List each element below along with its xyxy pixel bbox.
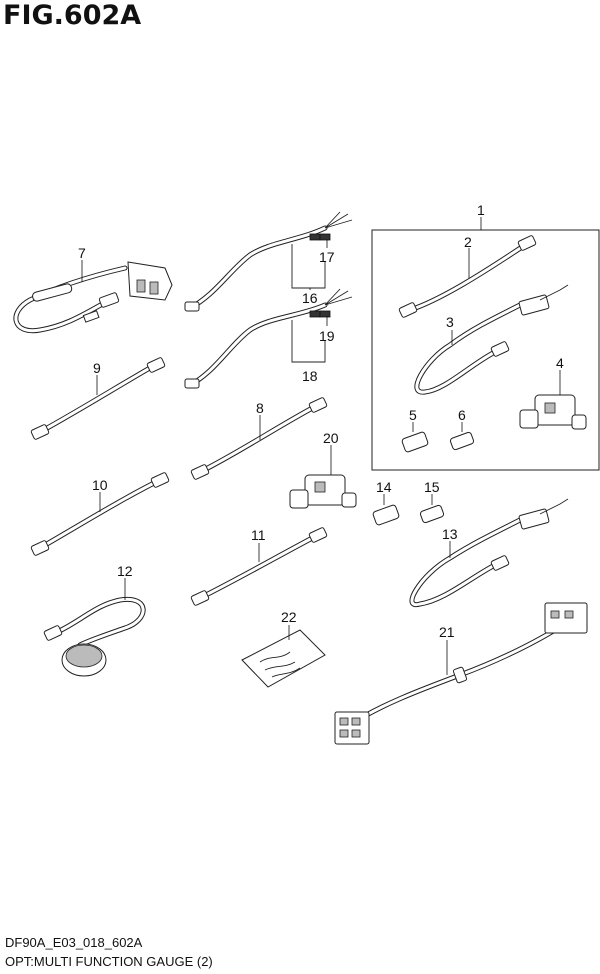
callout-15: 15 [424, 479, 440, 495]
part-22-parts-bag[interactable] [241, 625, 326, 688]
callout-4: 4 [556, 355, 564, 371]
part-8-drop-cable[interactable] [190, 397, 328, 480]
callout-22: 22 [281, 609, 297, 625]
callout-2: 2 [464, 234, 472, 250]
callout-11: 11 [251, 527, 266, 543]
kit-box [371, 229, 600, 471]
callout-13: 13 [442, 526, 458, 542]
part-21-adapter-harness[interactable] [334, 602, 588, 745]
part-12-sensor[interactable] [43, 578, 146, 677]
figure-title: FIG.602A [3, 0, 142, 31]
part-11-drop-cable[interactable] [190, 527, 328, 606]
callout-19: 19 [319, 328, 335, 344]
part-5-terminator[interactable] [401, 422, 429, 453]
callout-17: 17 [319, 249, 335, 265]
figure-description: OPT:MULTI FUNCTION GAUGE (2) [5, 954, 213, 969]
callout-20: 20 [323, 430, 339, 446]
part-6-terminator[interactable] [449, 422, 475, 451]
callout-21: 21 [439, 624, 455, 640]
figure-code: DF90A_E03_018_602A [5, 935, 143, 950]
part-4-tee-connector[interactable] [519, 370, 587, 430]
part-2-backbone-cable[interactable] [398, 235, 537, 318]
part-15-terminator[interactable] [419, 494, 445, 524]
callout-8: 8 [256, 400, 264, 416]
callout-10: 10 [92, 477, 108, 493]
part-16-harness[interactable] [184, 211, 353, 312]
callout-5: 5 [409, 407, 417, 423]
part-20-tee-connector[interactable] [289, 445, 357, 509]
part-10-drop-cable[interactable] [30, 472, 170, 556]
callout-3: 3 [446, 314, 454, 330]
callout-7: 7 [78, 245, 86, 261]
callout-12: 12 [117, 563, 133, 579]
part-13-power-cable[interactable] [409, 498, 569, 608]
part-7-sensor-cable[interactable] [13, 260, 173, 334]
part-9-drop-cable[interactable] [30, 357, 166, 440]
part-14-terminator[interactable] [372, 494, 400, 526]
callout-14: 14 [376, 479, 392, 495]
callout-1: 1 [477, 202, 485, 218]
callout-16: 16 [302, 290, 318, 306]
part-18-harness[interactable] [184, 288, 353, 389]
part-3-power-cable[interactable] [414, 284, 569, 395]
callout-6: 6 [458, 407, 466, 423]
callout-9: 9 [93, 360, 101, 376]
callout-18: 18 [302, 368, 318, 384]
